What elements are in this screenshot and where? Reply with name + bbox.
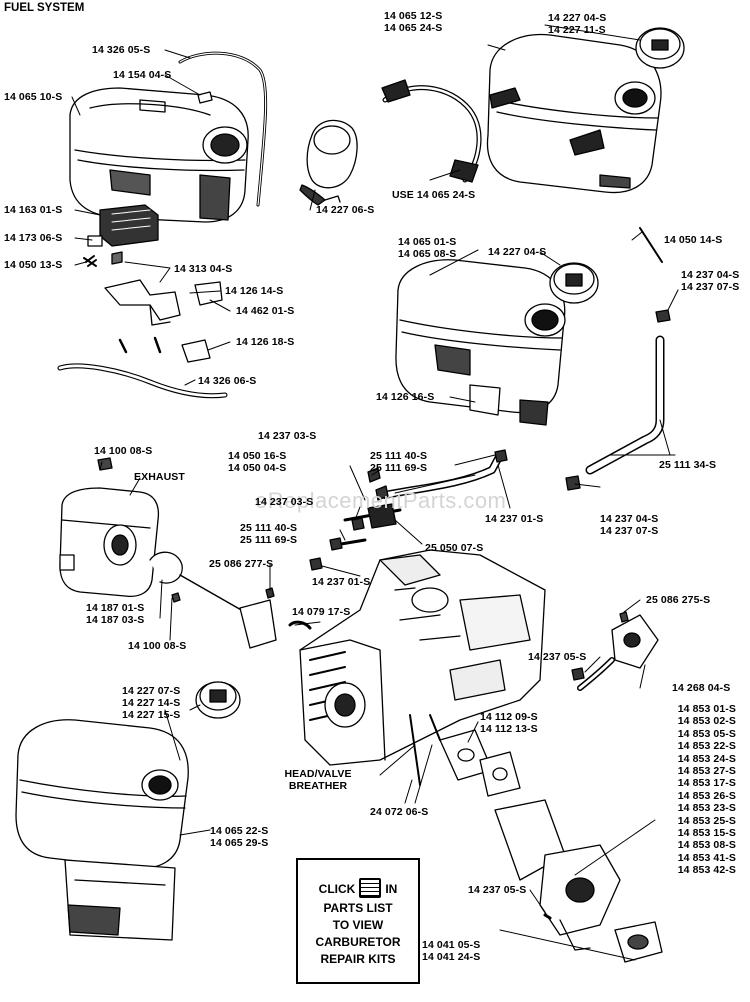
click-box-line: CARBURETOR: [315, 935, 401, 949]
fuel-cap-top-right: [635, 27, 685, 69]
carb-kit-item[interactable]: 14 853 24-S: [677, 752, 736, 765]
carb-kit-item[interactable]: 14 853 26-S: [677, 789, 736, 802]
carburetor-kit-list[interactable]: 14 853 01-S 14 853 02-S 14 853 05-S 14 8…: [658, 703, 736, 877]
leader-lines: [71, 24, 679, 961]
carb-kit-item[interactable]: 14 853 05-S: [677, 727, 736, 740]
fuel-tank-top-right: [486, 33, 662, 194]
carburetor-gaskets: [439, 729, 521, 797]
part-label-14237-03-b[interactable]: 14 237 03-S: [255, 496, 314, 508]
part-label-24072-06[interactable]: 24 072 06-S: [370, 806, 429, 818]
engine-block: [288, 549, 546, 786]
exhaust-muffler: [59, 457, 160, 598]
part-label-14126-14[interactable]: 14 126 14-S: [225, 285, 284, 297]
fuel-cap-vented: [299, 119, 358, 206]
part-label-14313-04[interactable]: 14 313 04-S: [174, 263, 233, 275]
carb-kit-item[interactable]: 14 853 22-S: [677, 740, 736, 753]
part-label-14050-13[interactable]: 14 050 13-S: [4, 259, 63, 271]
click-box-line: PARTS LIST: [323, 901, 393, 915]
part-label-14326-05[interactable]: 14 326 05-S: [92, 44, 151, 56]
click-box-first-row: CLICK IN: [298, 878, 418, 900]
part-label-14227-04-mid[interactable]: 14 227 04-S: [488, 246, 547, 258]
part-label-14268-04[interactable]: 14 268 04-S: [672, 682, 731, 694]
carb-kit-item[interactable]: 14 853 41-S: [677, 851, 736, 864]
part-label-14173-06[interactable]: 14 173 06-S: [4, 232, 63, 244]
carb-kit-item[interactable]: 14 853 42-S: [677, 864, 736, 877]
fuel-filter-top: [83, 204, 159, 267]
carb-kit-item[interactable]: 14 853 27-S: [677, 765, 736, 778]
click-box-line: TO VIEW: [332, 918, 384, 932]
part-label-25050-07[interactable]: 25 050 07-S: [425, 542, 484, 554]
carburetor: [494, 799, 663, 963]
exhaust-label: EXHAUST: [134, 471, 185, 483]
part-label-14227-06[interactable]: 14 227 06-S: [316, 204, 375, 216]
carburetor-repair-kits-link[interactable]: CLICK IN PARTS LIST TO VIEW CARBURETOR RE…: [296, 858, 420, 984]
watermark-text: eReplacementParts.com: [255, 488, 507, 513]
fuel-pump: [571, 611, 659, 691]
fuel-cap-center: [549, 262, 599, 304]
part-label-14237-05-a[interactable]: 14 237 05-S: [528, 651, 587, 663]
part-label-14154-04[interactable]: 14 154 04-S: [113, 69, 172, 81]
carb-kit-item[interactable]: 14 853 25-S: [677, 814, 736, 827]
carb-kit-item[interactable]: 14 853 23-S: [677, 802, 736, 815]
fuel-tank-center: [395, 259, 566, 426]
part-label-14100-08-b[interactable]: 14 100 08-S: [128, 640, 187, 652]
fuel-cap-bottom: [195, 681, 241, 719]
in-word: IN: [385, 882, 398, 897]
carb-kit-item[interactable]: 14 853 15-S: [677, 827, 736, 840]
carb-kit-item[interactable]: 14 853 02-S: [677, 715, 736, 728]
parts-list-icon: [359, 878, 382, 898]
part-label-14237-01-a[interactable]: 14 237 01-S: [485, 513, 544, 525]
carb-kit-item[interactable]: 14 853 17-S: [677, 777, 736, 790]
part-label-14462-01[interactable]: 14 462 01-S: [236, 305, 295, 317]
part-label-14065-10[interactable]: 14 065 10-S: [4, 91, 63, 103]
part-label-14237-05-b[interactable]: 14 237 05-S: [468, 884, 527, 896]
part-label-14100-08-a[interactable]: 14 100 08-S: [94, 445, 153, 457]
click-box-line: REPAIR KITS: [320, 952, 396, 966]
click-word: CLICK: [318, 882, 356, 897]
throttle-linkage: [149, 551, 277, 649]
part-label-14126-16[interactable]: 14 126 16-S: [376, 391, 435, 403]
tank-bracket: [104, 279, 223, 363]
part-label-14126-18[interactable]: 14 126 18-S: [236, 336, 295, 348]
part-label-14050-14[interactable]: 14 050 14-S: [664, 234, 723, 246]
tank-mount-bracket: [381, 79, 482, 183]
diagram-title: FUEL SYSTEM: [4, 2, 85, 14]
inline-fuel-filter: [309, 503, 402, 571]
carb-kit-item[interactable]: 14 853 01-S: [677, 703, 736, 715]
part-label-14079-17[interactable]: 14 079 17-S: [292, 606, 351, 618]
part-label-25086-275[interactable]: 25 086 275-S: [646, 594, 711, 606]
carb-kit-item[interactable]: 14 853 08-S: [677, 839, 736, 852]
part-label-14326-06[interactable]: 14 326 06-S: [198, 375, 257, 387]
part-label-14237-03-a[interactable]: 14 237 03-S: [258, 430, 317, 442]
fuel-tank-bottom-left: [15, 719, 189, 941]
part-label-14237-01-b[interactable]: 14 237 01-S: [312, 576, 371, 588]
fuel-tank-top-left: [69, 87, 249, 223]
part-label-25086-277[interactable]: 25 086 277-S: [209, 558, 274, 570]
part-label-25111-34[interactable]: 25 111 34-S: [659, 459, 717, 471]
part-label-14163-01[interactable]: 14 163 01-S: [4, 204, 63, 216]
part-label-use-14065-24[interactable]: USE 14 065 24-S: [392, 189, 476, 201]
